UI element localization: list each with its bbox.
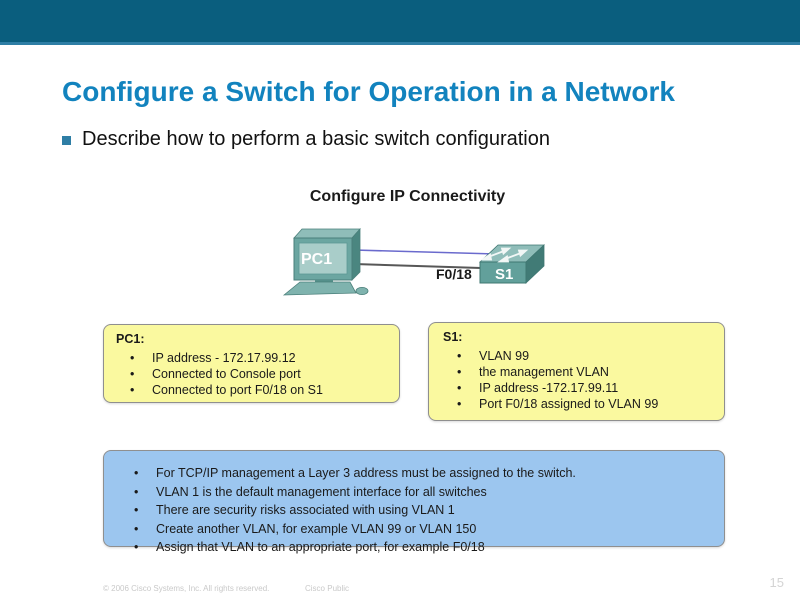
list-item: For TCP/IP management a Layer 3 address … xyxy=(134,464,716,483)
switch-arrows-icon xyxy=(480,247,529,263)
s1-switch-icon: S1 xyxy=(478,244,546,284)
pc1-box-heading: PC1: xyxy=(116,332,145,346)
slide-bullet: Describe how to perform a basic switch c… xyxy=(62,128,550,151)
list-item: There are security risks associated with… xyxy=(134,501,716,520)
s1-info-box: S1: VLAN 99 the management VLAN IP addre… xyxy=(428,322,725,421)
slide-title: Configure a Switch for Operation in a Ne… xyxy=(62,76,675,107)
list-item: the management VLAN xyxy=(457,364,716,380)
s1-box-list: VLAN 99 the management VLAN IP address -… xyxy=(443,348,716,412)
page-number: 15 xyxy=(769,575,784,590)
top-accent-bar xyxy=(0,0,800,45)
list-item: VLAN 1 is the default management interfa… xyxy=(134,483,716,502)
list-item: Create another VLAN, for example VLAN 99… xyxy=(134,520,716,539)
pc1-icon: PC1 xyxy=(282,227,369,296)
management-notes-box: For TCP/IP management a Layer 3 address … xyxy=(103,450,725,554)
list-item: IP address - 172.17.99.12 xyxy=(130,350,391,366)
list-item: IP address -172.17.99.11 xyxy=(457,380,716,396)
slide-bullet-text: Describe how to perform a basic switch c… xyxy=(82,128,550,150)
pc1-label: PC1 xyxy=(301,251,332,268)
list-item: VLAN 99 xyxy=(457,348,716,364)
link-label: F0/18 xyxy=(436,266,472,282)
list-item: Assign that VLAN to an appropriate port,… xyxy=(134,538,716,557)
notes-list: For TCP/IP management a Layer 3 address … xyxy=(120,464,716,557)
list-item: Port F0/18 assigned to VLAN 99 xyxy=(457,396,716,412)
pc1-box-list: IP address - 172.17.99.12 Connected to C… xyxy=(116,350,391,398)
pc1-info-box: PC1: IP address - 172.17.99.12 Connected… xyxy=(103,324,400,403)
ethernet-link-line xyxy=(353,263,482,269)
footer-classification: Cisco Public xyxy=(305,584,350,593)
s1-label: S1 xyxy=(495,266,513,283)
footer-copyright: © 2006 Cisco Systems, Inc. All rights re… xyxy=(103,584,270,593)
list-item: Connected to Console port xyxy=(130,366,391,382)
console-link-line xyxy=(353,249,497,255)
diagram-title: Configure IP Connectivity xyxy=(309,188,506,205)
s1-box-heading: S1: xyxy=(443,330,463,344)
network-topology-graphic: PC1 S1 F0/18 xyxy=(282,227,546,296)
list-item: Connected to port F0/18 on S1 xyxy=(130,382,391,398)
bullet-square-icon xyxy=(62,136,71,145)
